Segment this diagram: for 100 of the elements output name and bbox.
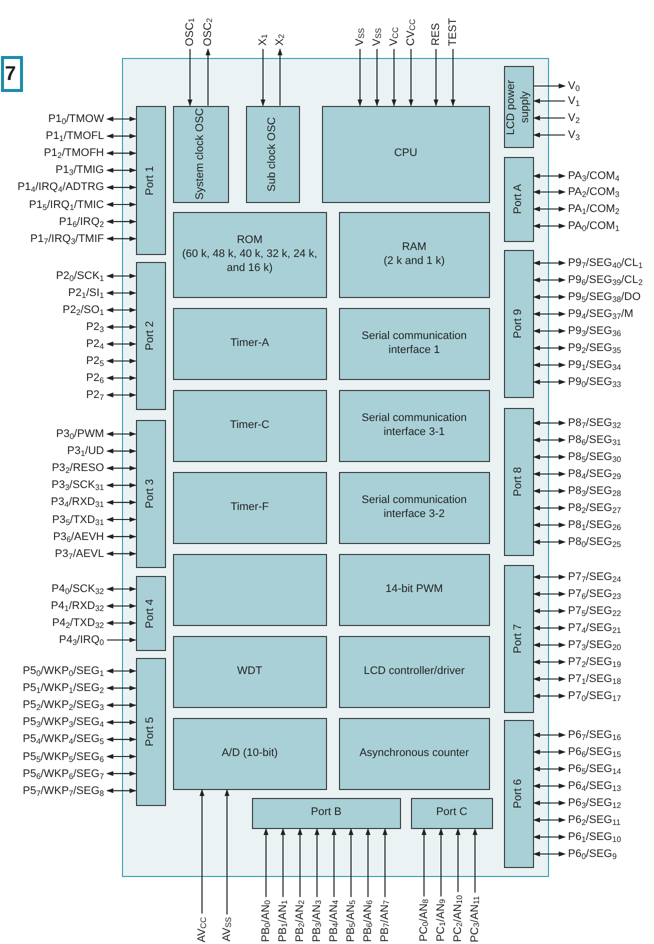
- arrow: [106, 184, 136, 190]
- arrow: [532, 818, 566, 822]
- pin-label: P2$_{3}$: [86, 320, 104, 334]
- arrow: [450, 49, 456, 106]
- arrow: [224, 789, 230, 914]
- pin-label: P2$_{7}$: [86, 388, 104, 402]
- arrow: [106, 448, 136, 454]
- arrow: [106, 534, 136, 540]
- arrow: [532, 132, 565, 138]
- arrow: [106, 702, 136, 708]
- pin-label: P3$_{1}$/UD: [67, 444, 104, 458]
- arrow: [532, 660, 566, 664]
- arrow: [206, 48, 210, 106]
- pin-label: V$_{3}$: [568, 128, 580, 142]
- function-block: WDT: [172, 636, 327, 708]
- arrow: [532, 626, 566, 630]
- arrow: [532, 676, 566, 682]
- pin-label: P2$_{1}$/SI$_{1}$: [68, 286, 104, 300]
- pin-label: P2$_{4}$: [86, 337, 104, 351]
- arrow: [106, 324, 136, 330]
- function-block: Serial communication interface 3-1: [338, 390, 490, 462]
- arrow: [532, 206, 566, 212]
- pin-label: P6$_{2}$/SEG$_{11}$: [568, 813, 621, 827]
- arrow: [278, 48, 282, 106]
- function-block: Port 3: [136, 420, 166, 568]
- pin-label: P7$_{4}$/SEG$_{21}$: [568, 621, 622, 635]
- arrow: [532, 98, 565, 104]
- function-block: Asynchronous counter: [338, 718, 490, 790]
- arrow: [106, 754, 136, 759]
- arrow: [438, 828, 444, 896]
- arrow: [106, 376, 136, 380]
- arrow: [382, 828, 388, 898]
- function-block: Port A: [504, 156, 534, 242]
- pin-label: P3$_{4}$/RXD$_{31}$: [50, 495, 104, 510]
- arrow: [106, 150, 136, 156]
- pin-label: P5$_{0}$/WKP$_{0}$/SEG$_{1}$: [22, 664, 104, 678]
- arrow: [532, 454, 566, 460]
- arrow: [106, 274, 136, 278]
- arrow: [532, 766, 566, 772]
- arrow: [534, 84, 566, 88]
- function-block: A/D (10-bit): [172, 718, 327, 790]
- pin-label: P7$_{2}$/SEG$_{19}$: [568, 655, 622, 669]
- function-block: Port 1: [136, 106, 166, 255]
- pin-label: V$_{1}$: [568, 94, 580, 108]
- arrow: [298, 828, 302, 898]
- arrow: [532, 294, 566, 300]
- function-block: Timer-A: [172, 308, 327, 380]
- pin-label: P1$_{7}$/IRQ$_{3}$/TMIF: [30, 232, 104, 246]
- arrow: [532, 834, 566, 840]
- arrow: [532, 312, 566, 316]
- arrow: [456, 828, 460, 892]
- pin-label: P2$_{5}$: [86, 354, 104, 368]
- arrow: [106, 586, 136, 592]
- function-block: ROM (60 k, 48 k, 40 k, 32 k, 24 k, and 16 k): [172, 212, 327, 298]
- arrow: [422, 828, 426, 896]
- function-block: CPU: [322, 106, 490, 203]
- function-block: LCD controller/driver: [338, 636, 490, 708]
- arrow: [532, 694, 566, 698]
- arrow: [532, 574, 566, 580]
- arrow: [366, 828, 370, 898]
- pin-label: P6$_{5}$/SEG$_{14}$: [568, 762, 622, 776]
- function-block: LCD power supply: [504, 66, 534, 148]
- arrow: [434, 49, 438, 106]
- arrow: [532, 800, 566, 806]
- arrow: [532, 522, 566, 528]
- pin-label: P3$_{7}$/AEVL: [54, 546, 104, 561]
- pin-label: P9$_{4}$/SEG$_{37}$/M: [568, 307, 634, 321]
- arrow: [358, 49, 362, 106]
- figure-number: 7: [1, 56, 23, 92]
- pin-label: P5$_{4}$/WKP$_{4}$/SEG$_{5}$: [22, 732, 104, 746]
- arrow: [106, 116, 136, 122]
- function-block: Port 4: [136, 576, 166, 651]
- arrow: [106, 392, 136, 398]
- arrow: [106, 517, 136, 522]
- function-block: Port 6: [504, 720, 534, 868]
- arrow: [532, 362, 566, 368]
- pin-label: P9$_{3}$/SEG$_{36}$: [568, 324, 622, 338]
- arrow: [332, 828, 336, 898]
- function-block: Port 7: [504, 564, 534, 713]
- arrow: [188, 49, 192, 106]
- arrow: [106, 342, 136, 346]
- arrow: [532, 224, 566, 228]
- pin-label: P1$_{4}$/IRQ$_{4}$/ADTRG: [17, 180, 104, 194]
- arrow: [532, 420, 566, 426]
- pin-label: P2$_{2}$/SO$_{1}$: [62, 303, 104, 317]
- arrow: [106, 202, 136, 207]
- pin-label: P9$_{5}$/SEG$_{38}$/DO: [568, 290, 641, 304]
- pin-label: P6$_{0}$/SEG$_{9}$: [568, 847, 617, 861]
- arrow: [532, 328, 566, 334]
- arrow: [532, 438, 566, 442]
- arrow: [532, 592, 566, 596]
- pin-label: P1$_{6}$/IRQ$_{2}$: [59, 214, 104, 229]
- pin-label: P9$_{0}$/SEG$_{33}$: [568, 375, 622, 389]
- pin-label: P6$_{1}$/SEG$_{10}$: [568, 830, 622, 844]
- arrow: [264, 828, 268, 898]
- arrow: [106, 308, 136, 312]
- arrow: [392, 49, 396, 106]
- pin-label: P7$_{7}$/SEG$_{24}$: [568, 570, 622, 584]
- arrow: [532, 190, 566, 194]
- pin-label: P6$_{6}$/SEG$_{15}$: [568, 745, 622, 759]
